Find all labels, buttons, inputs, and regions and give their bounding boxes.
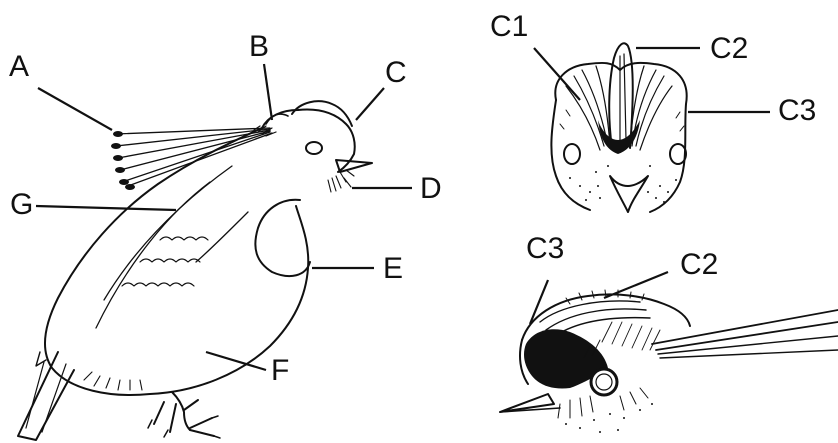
head-front-view-drawing (551, 43, 686, 212)
front-view-stipple (569, 165, 677, 203)
leader-a (38, 88, 112, 130)
leader-b (264, 64, 272, 120)
plume-tip-6 (125, 184, 135, 190)
leader-lines (36, 48, 770, 370)
label-a: A (9, 52, 29, 82)
plume-tip-2 (111, 143, 121, 149)
leader-front-c1 (534, 48, 580, 100)
label-side-c3: C3 (526, 234, 564, 264)
label-e: E (383, 254, 403, 284)
label-side-c2: C2 (680, 250, 718, 280)
label-front-c3: C3 (778, 96, 816, 126)
label-b: B (249, 32, 269, 62)
bird-full-body-drawing (18, 101, 372, 440)
side-view-stipple (565, 403, 653, 433)
label-f: F (271, 356, 289, 386)
plume-tip-1 (113, 131, 123, 137)
label-front-c1: C1 (490, 12, 528, 42)
label-front-c2: C2 (710, 34, 748, 64)
label-c: C (385, 58, 407, 88)
leader-side-c2 (604, 272, 668, 298)
head-plumes (111, 126, 276, 190)
head-side-view-drawing (500, 290, 838, 433)
label-d: D (420, 174, 442, 204)
plume-tip-4 (115, 167, 125, 173)
leader-c (356, 88, 384, 120)
leader-g (36, 206, 176, 210)
crest-dark-core (598, 120, 640, 154)
plume-tip-5 (119, 179, 129, 185)
plume-tip-3 (113, 155, 123, 161)
leader-f (206, 352, 266, 370)
label-g: G (10, 190, 33, 220)
